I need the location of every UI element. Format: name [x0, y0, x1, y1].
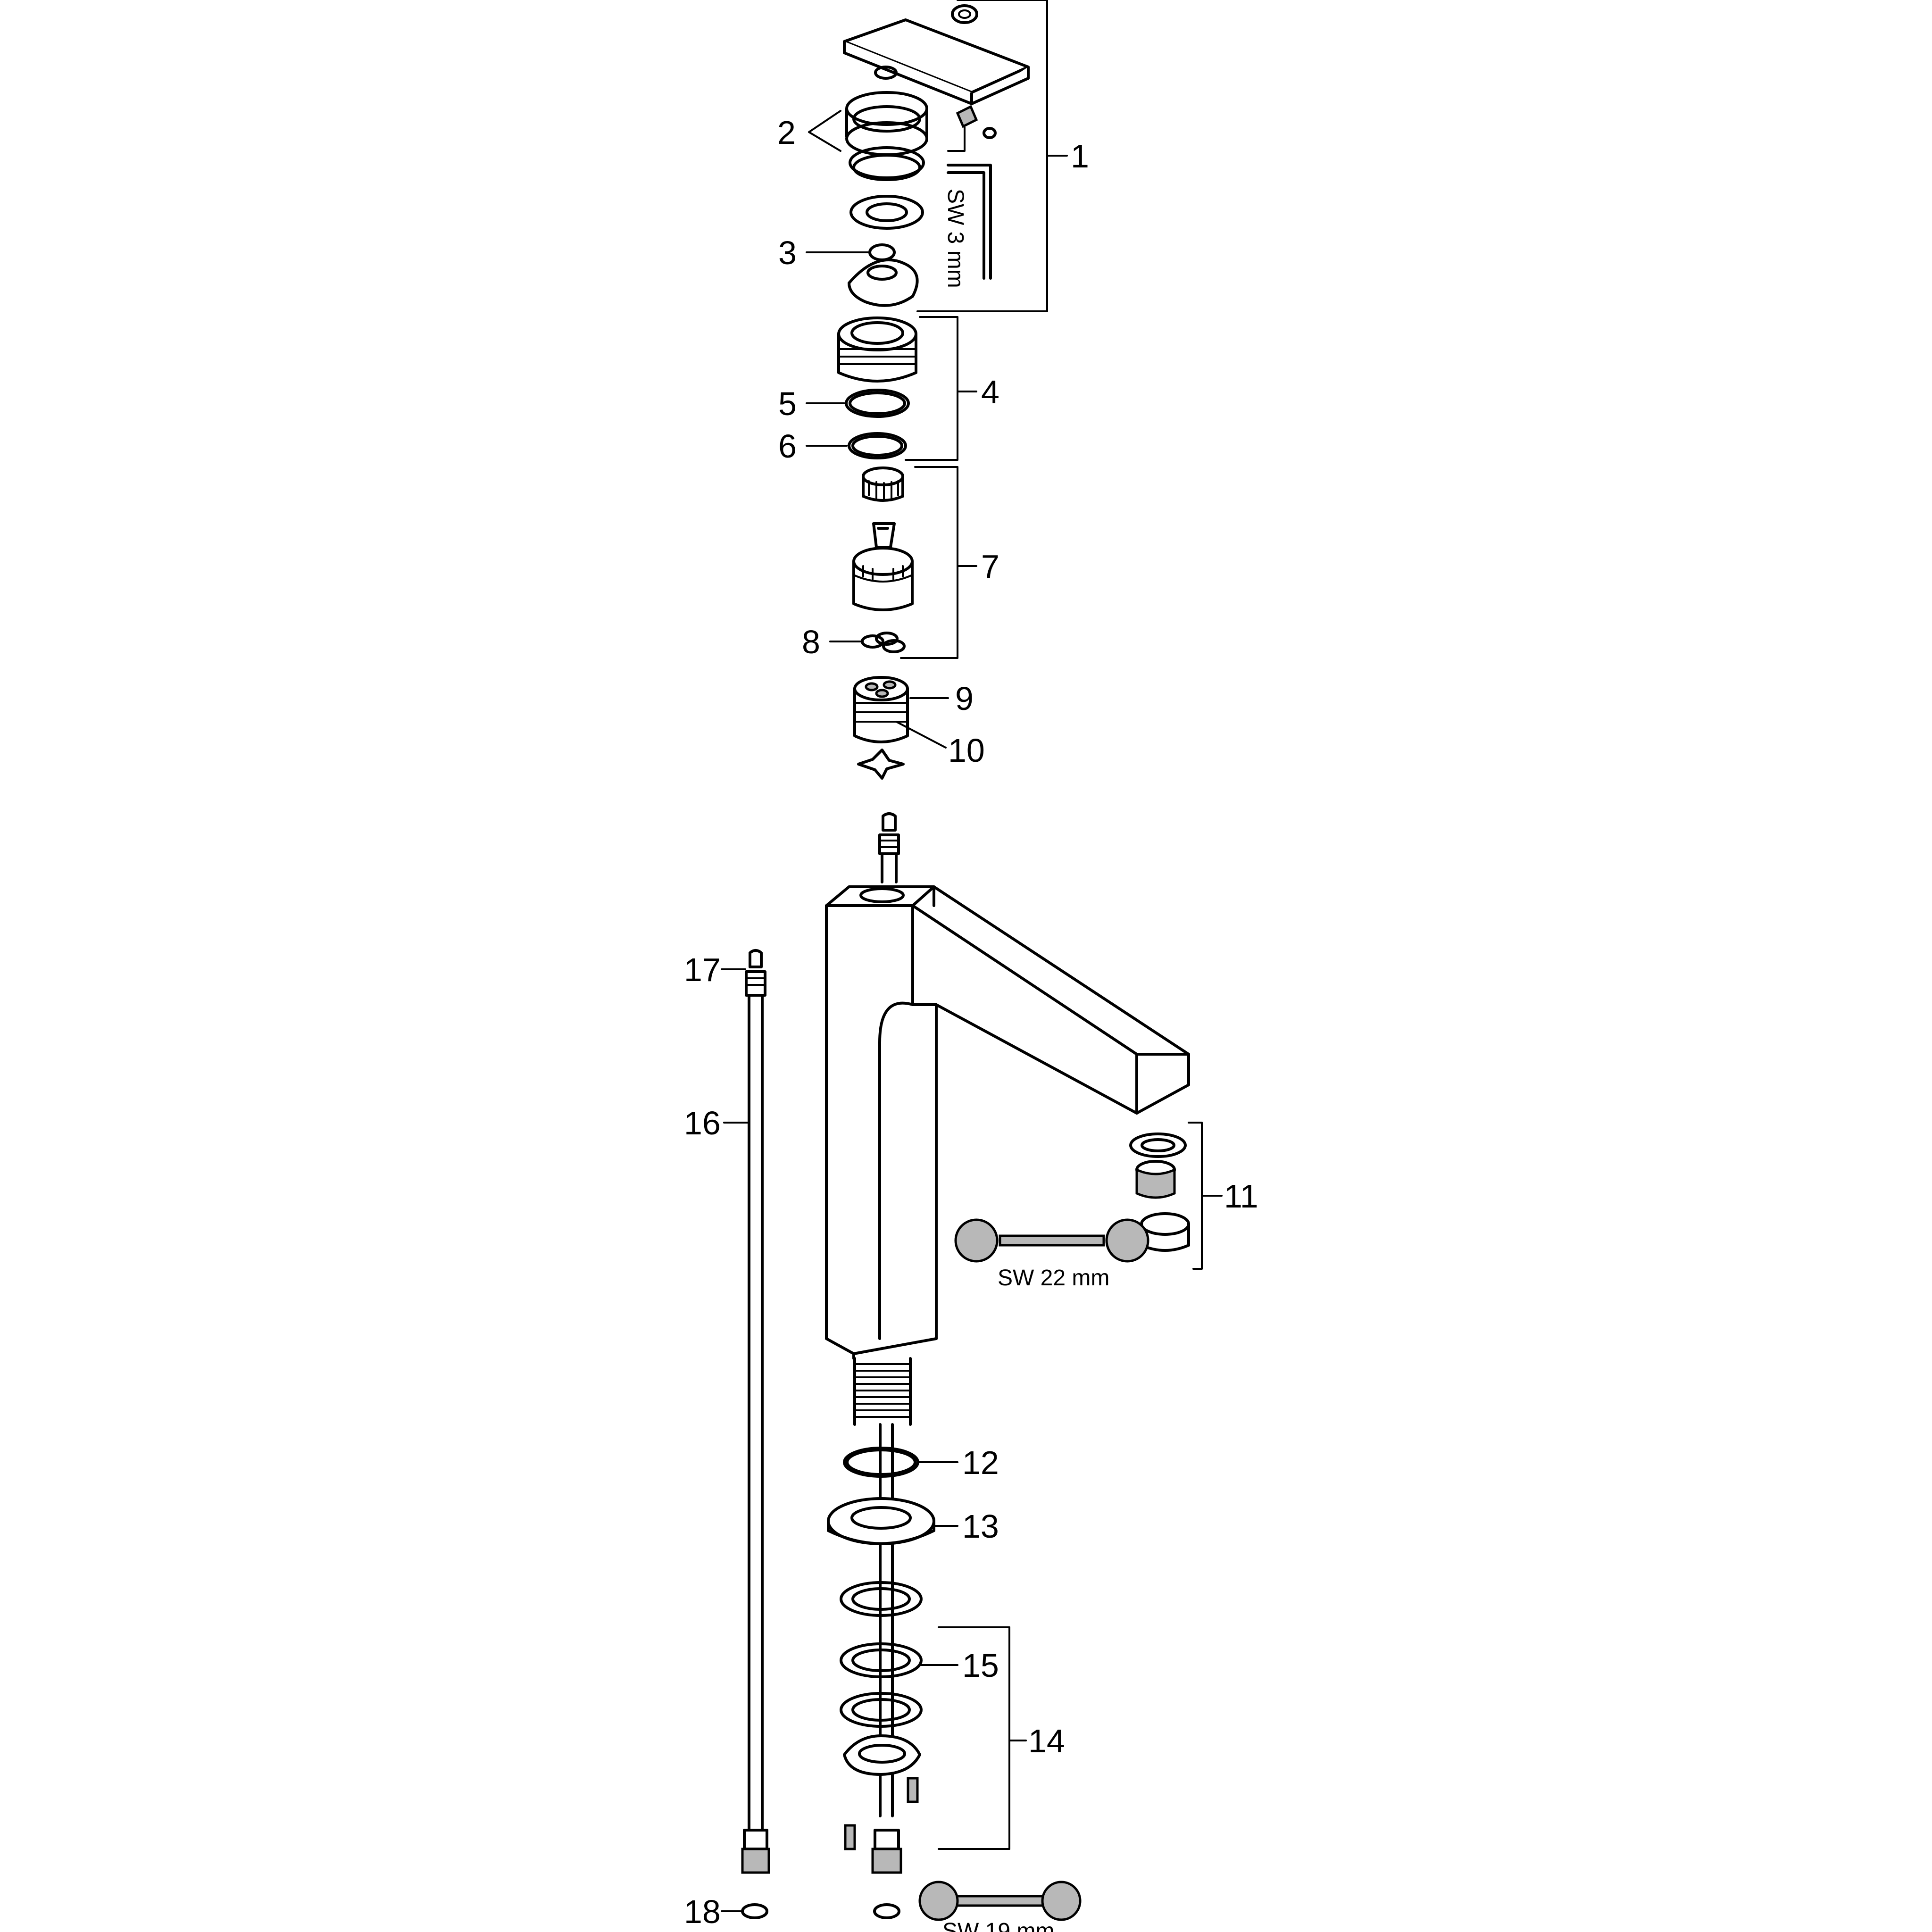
part-number-15: 15: [962, 1647, 999, 1684]
part-number-17: 17: [684, 951, 721, 988]
cartridge-assembly: [852, 466, 914, 653]
mounting-parts: [827, 1447, 935, 1919]
leader-lines: [721, 0, 1223, 1912]
part-number-16: 16: [684, 1105, 721, 1141]
wrench-19-label: SW 19 mm: [942, 1919, 1054, 1932]
part-number-14: 14: [1028, 1723, 1065, 1759]
part-number-8: 8: [802, 624, 820, 660]
faucet-body: [825, 812, 1190, 1817]
part-number-6: 6: [778, 428, 797, 465]
part-number-3: 3: [778, 234, 797, 271]
part-number-4: 4: [981, 374, 999, 410]
part-number-2: 2: [777, 114, 796, 151]
distributor: [853, 676, 909, 780]
hex-key-size-label: SW 3 mm: [943, 189, 968, 288]
tool-size-labels: SW 3 mm SW 22 mm SW 19 mm: [942, 189, 1109, 1932]
part-number-11: 11: [1224, 1178, 1258, 1215]
part-number-10: 10: [948, 732, 985, 769]
part-number-18: 18: [684, 1893, 721, 1930]
part-number-7: 7: [981, 548, 999, 585]
wrench-icon: [918, 1881, 1082, 1921]
part-number-13: 13: [962, 1508, 999, 1545]
part-number-5: 5: [778, 385, 797, 422]
part-number-9: 9: [955, 680, 974, 717]
part-number-1: 1: [1071, 138, 1089, 175]
nut-assembly: [837, 316, 917, 459]
part-number-12: 12: [962, 1444, 999, 1481]
wrench-icon: [954, 1218, 1149, 1263]
flex-hose: [741, 949, 770, 1919]
part-number-labels: 1 2 3 4 5 6 7 8 9 10 11 12 13 14 15 16 1…: [684, 114, 1258, 1930]
handle-assembly: [843, 4, 1030, 307]
wrench-22-label: SW 22 mm: [998, 1266, 1109, 1291]
